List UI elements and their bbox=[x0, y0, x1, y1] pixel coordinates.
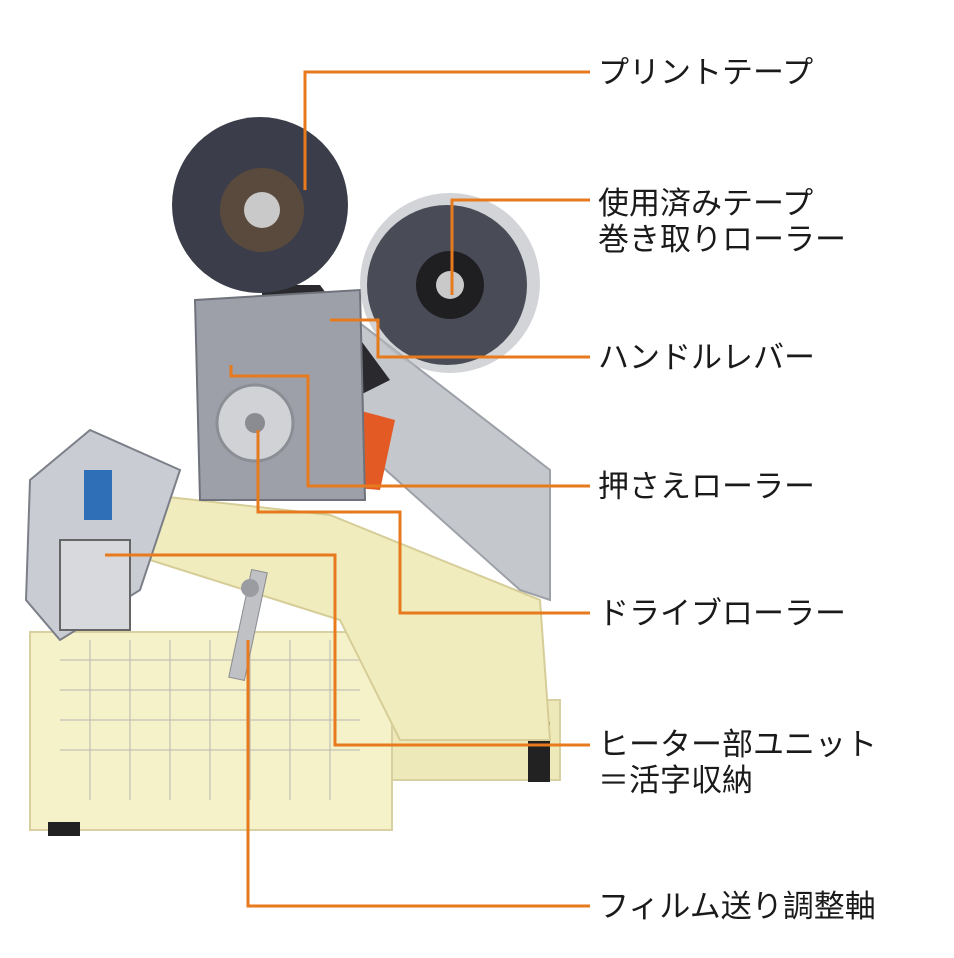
label-print-tape: プリントテープ bbox=[598, 55, 814, 91]
label-heater-unit: ヒーター部ユニット ＝活字収納 bbox=[598, 727, 877, 799]
press-roller bbox=[215, 383, 295, 463]
label-drive-roller: ドライブローラー bbox=[598, 596, 846, 632]
label-press-roller: 押さえローラー bbox=[598, 469, 815, 505]
label-used-tape-roller: 使用済みテープ 巻き取りローラー bbox=[598, 186, 846, 258]
leader-handle bbox=[330, 318, 590, 359]
label-film-feed-shaft: フィルム送り調整軸 bbox=[598, 889, 876, 925]
leader-heater bbox=[105, 553, 590, 747]
label-handle-lever: ハンドルレバー bbox=[598, 340, 815, 376]
leader-used-tape bbox=[450, 198, 590, 295]
film-feed-shaft bbox=[228, 568, 268, 682]
leader-print-tape bbox=[303, 70, 590, 190]
base-grid bbox=[60, 640, 360, 800]
take-up-roll bbox=[360, 193, 540, 373]
print-tape-roll bbox=[172, 117, 348, 293]
heater-unit bbox=[24, 428, 182, 642]
leader-press bbox=[229, 365, 590, 488]
leader-film bbox=[246, 640, 590, 908]
leader-drive bbox=[256, 430, 590, 615]
leader-lines bbox=[105, 70, 590, 908]
